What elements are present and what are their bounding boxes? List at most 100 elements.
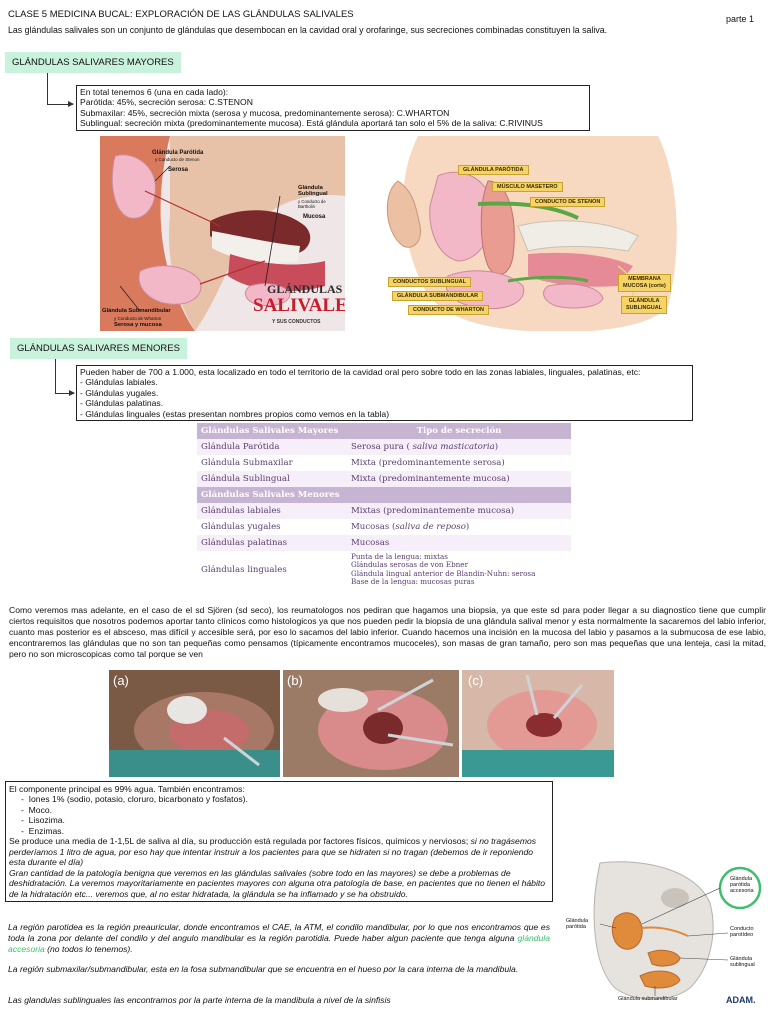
mayores-line: Submaxilar: 45%, secreción mixta (serosa… — [80, 107, 450, 118]
composition-item: - Enzimas. — [21, 825, 64, 836]
mayores-line: Sublingual: secreción mixta (predominant… — [80, 118, 543, 129]
table-cell-gland: Glándula Submaxilar — [197, 455, 347, 471]
type-text: Mucosas ( — [351, 522, 396, 532]
table-cell-type: Punta de la lengua: mixtas Glándulas ser… — [347, 551, 571, 589]
label-sublingual: Glándula Sublingual — [298, 185, 328, 198]
mayores-line: En total tenemos 6 (una en cada lado): — [80, 87, 229, 97]
skull-illustration — [593, 861, 762, 1000]
table-header-gland: Glándulas Salivales Mayores — [197, 423, 347, 439]
photo-label-c: (c) — [468, 673, 484, 688]
menores-line: - Glándulas linguales (estas presentan n… — [80, 408, 390, 419]
table-cell-gland: Glándula Sublingual — [197, 471, 347, 487]
tag-membrana-line1: MEMBRANA — [628, 276, 661, 282]
photo-a-illustration — [109, 670, 280, 777]
table-cell-gland: Glándulas yugales — [197, 519, 347, 535]
composition-item: - Lisozima. — [21, 815, 65, 826]
table-cell-type: Mucosas (saliva de reposo) — [347, 519, 571, 535]
region-parotidea: La región parotidea es la región preauri… — [8, 922, 550, 955]
mayores-arrow — [47, 73, 48, 104]
region-parotidea-b: (no todos lo tenemos). — [44, 943, 133, 954]
table-cell-type: Mixtas (predominantemente mucosa) — [347, 503, 571, 519]
tag-g-sublingual-line2: SUBLINGUAL — [626, 305, 663, 312]
tag-membrana: MEMBRANA MUCOSA (corte) — [618, 274, 671, 293]
composition-item-text: Enzimas. — [28, 825, 64, 836]
label-parotida: Glándula Parótida — [152, 150, 204, 156]
figure-title-small: GLÁNDULAS — [267, 282, 343, 296]
table-cell-type: Mixta (predominantemente mucosa) — [347, 471, 571, 487]
secretion-table: Glándulas Salivales Mayores Tipo de secr… — [197, 423, 571, 589]
sjogren-paragraph: Como veremos mas adelante, en el caso de… — [9, 605, 766, 659]
table-cell-type: Mixta (predominantemente serosa) — [347, 455, 571, 471]
table-cell-gland: Glándulas labiales — [197, 503, 347, 519]
mayores-box: En total tenemos 6 (una en cada lado): P… — [76, 85, 590, 131]
biopsy-photo-a: (a) — [109, 670, 280, 777]
table-row: Glándulas labiales Mixtas (predominantem… — [197, 503, 571, 519]
tag-c-sublingual: CONDUCTOS SUBLINGUAL — [388, 277, 471, 287]
menores-line: - Glándulas yugales. — [80, 387, 159, 398]
composition-item-text: Iones 1% (sodio, potasio, cloruro, bicar… — [28, 794, 248, 805]
tag-membrana-line2: MUCOSA (corte) — [623, 283, 666, 290]
tag-masetero: MÚSCULO MASETERO — [492, 182, 563, 192]
mayores-line: Parótida: 45%, secreción serosa: C.STENO… — [80, 97, 253, 108]
type-text-italic: saliva de reposo — [395, 522, 466, 532]
tag-g-sublingual: GLÁNDULA SUBLINGUAL — [621, 296, 668, 315]
menores-line: - Glándulas labiales. — [80, 377, 158, 388]
head-cross-section-illustration — [100, 136, 345, 331]
menores-heading: GLÁNDULAS SALIVARES MENORES — [10, 338, 187, 359]
adam-brand: ADAM. — [726, 995, 756, 1005]
production-normal: Se produce una media de 1-1,5L de saliva… — [9, 836, 471, 847]
adam-label-submandibular: Glándula submandibular — [618, 996, 678, 1002]
face-glands-diagram: GLÁNDULA PARÓTIDA MÚSCULO MASETERO CONDU… — [378, 136, 683, 331]
label-submandibular: Glándula Submandibular — [102, 308, 171, 314]
salivary-glands-diagram: Glándula Parótida y Conducto de Stenon S… — [100, 136, 345, 331]
table-subheader: Glándulas Salivales Menores — [197, 487, 571, 503]
figure-title-big: SALIVALES — [253, 295, 345, 316]
composition-intro: El componente principal es 99% agua. Tam… — [9, 784, 245, 794]
table-cell-gland: Glándula Parótida — [197, 439, 347, 455]
composition-item: - Moco. — [21, 804, 53, 815]
adam-label-conducto: Conducto parotídeo — [730, 926, 754, 939]
mayores-arrow-head — [47, 101, 74, 107]
table-cell-type: Mucosas — [347, 535, 571, 551]
lingual-type: Base de la lengua: mucosas puras — [351, 576, 475, 586]
production-text: Se produce una media de 1-1,5L de saliva… — [9, 836, 549, 867]
adam-label-accesoria: Glándula parótida accesoria — [730, 876, 754, 895]
page-title: CLASE 5 MEDICINA BUCAL: EXPLORACIÓN DE L… — [8, 9, 354, 20]
table-row: Glándula Submaxilar Mixta (predominantem… — [197, 455, 571, 471]
label-mucosa: Mucosa — [303, 214, 326, 220]
menores-line: - Glándulas palatinas. — [80, 398, 164, 409]
photo-label-a: (a) — [113, 673, 129, 688]
intro-text: Las glándulas salivales son un conjunto … — [8, 25, 608, 35]
type-text-end: ) — [465, 522, 470, 532]
lingual-type: Glándulas serosas de von Ebner — [351, 560, 469, 570]
region-submaxilar: La región submaxilar/submandibular, esta… — [8, 964, 519, 974]
table-header-type: Tipo de secreción — [347, 423, 571, 439]
biopsy-photo-b: (b) — [283, 670, 459, 777]
tag-parotida: GLÁNDULA PARÓTIDA — [458, 165, 529, 175]
label-stenon: y Conducto de Stenon — [155, 157, 200, 162]
adam-glands-diagram: Glándula parótida accesoria Glándula par… — [560, 858, 766, 1008]
composition-item: - Iones 1% (sodio, potasio, cloruro, bic… — [21, 794, 248, 805]
table-header-row: Glándulas Salivales Mayores Tipo de secr… — [197, 423, 571, 439]
region-sublingual: Las glandulas sublinguales las encontram… — [8, 995, 391, 1005]
mayores-heading: GLÁNDULAS SALIVARES MAYORES — [5, 52, 181, 73]
table-row: Glándulas palatinas Mucosas — [197, 535, 571, 551]
type-text-italic: saliva masticatoria — [412, 442, 495, 452]
adam-label-sublingual: Glándula sublingual — [730, 956, 755, 969]
table-row: Glándulas yugales Mucosas (saliva de rep… — [197, 519, 571, 535]
page-part: parte 1 — [726, 14, 755, 24]
region-parotidea-a: La región parotidea es la región preauri… — [8, 922, 550, 943]
photo-b-illustration — [283, 670, 459, 777]
composition-item-text: Lisozima. — [28, 815, 65, 826]
table-row: Glándula Sublingual Mixta (predominantem… — [197, 471, 571, 487]
tag-g-sublingual-line1: GLÁNDULA — [628, 298, 660, 304]
biopsy-photo-c: (c) — [462, 670, 614, 777]
tag-wharton: CONDUCTO DE WHARTON — [408, 305, 489, 315]
menores-arrow-head — [55, 390, 75, 396]
table-subheader-row: Glándulas Salivales Menores — [197, 487, 571, 503]
label-wharton: y Conducto de Wharton — [114, 316, 162, 321]
tag-submandibular: GLÁNDULA SUBMANDIBULAR — [392, 291, 484, 301]
table-cell-gland: Glándulas linguales — [197, 551, 347, 589]
production-italic: si no tragásemos perderíamos 1 litro de … — [9, 836, 537, 868]
table-cell-gland: Glándulas palatinas — [197, 535, 347, 551]
